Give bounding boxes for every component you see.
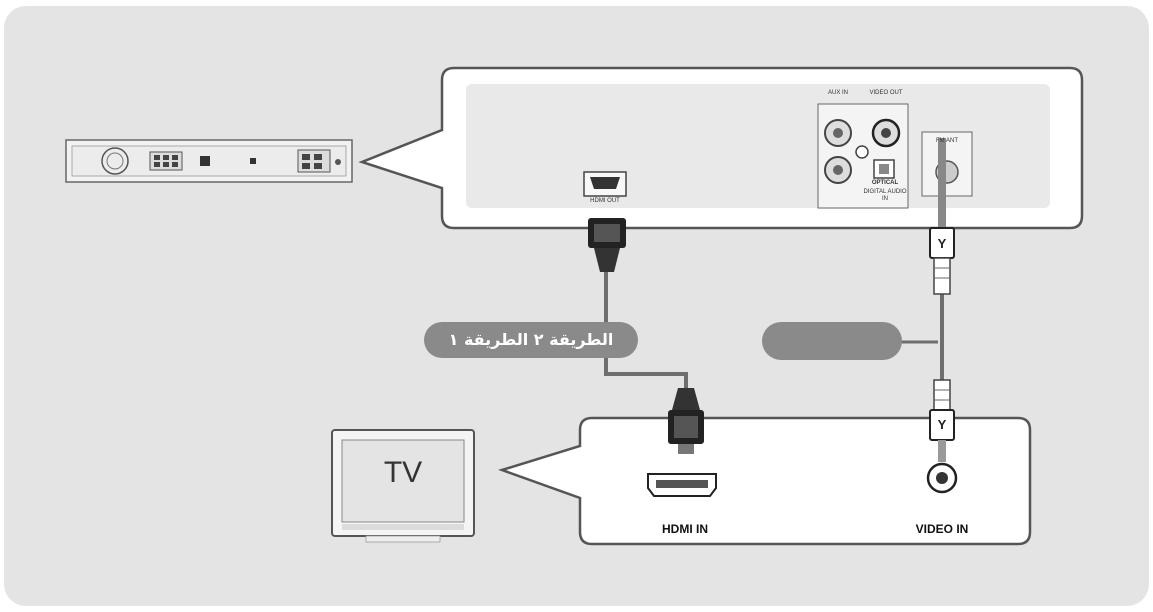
fm-ant-label: FM ANT	[936, 138, 958, 144]
hdmi-out-label: HDMI OUT	[590, 198, 620, 204]
hdmi-out-port-icon	[583, 171, 627, 197]
aux-in-label: AUX IN	[827, 90, 848, 96]
device-rear-panel-callout	[358, 66, 1084, 230]
optical-label: OPTICAL	[871, 180, 899, 186]
video-plug-letter-bottom: Y	[937, 417, 947, 432]
hdmi-method-label: الطريقة ٢ الطريقة ١	[448, 330, 614, 349]
tv-screen-label: TV	[383, 456, 423, 489]
method-pill-hdmi	[424, 322, 638, 358]
digital-audio-in-label: DIGITAL AUDIO IN	[863, 189, 907, 202]
home-theater-unit-icon	[65, 139, 353, 183]
tv-icon	[331, 429, 475, 543]
hdmi-in-port-icon	[647, 473, 717, 497]
tv-input-panel-callout	[498, 416, 1032, 546]
video-out-label: VIDEO OUT	[869, 90, 903, 96]
hdmi-cable	[588, 218, 704, 454]
video-cable	[929, 138, 955, 462]
av-jack-block	[817, 103, 909, 209]
method-pill-video	[762, 322, 938, 360]
video-in-jack-icon	[926, 462, 958, 494]
hdmi-in-label: HDMI IN	[662, 522, 708, 536]
video-in-label: VIDEO IN	[915, 522, 969, 536]
rca-plug-bottom-icon	[933, 379, 951, 411]
video-plug-letter-top: Y	[937, 236, 947, 251]
hdmi-plug-bottom-icon	[672, 388, 700, 410]
